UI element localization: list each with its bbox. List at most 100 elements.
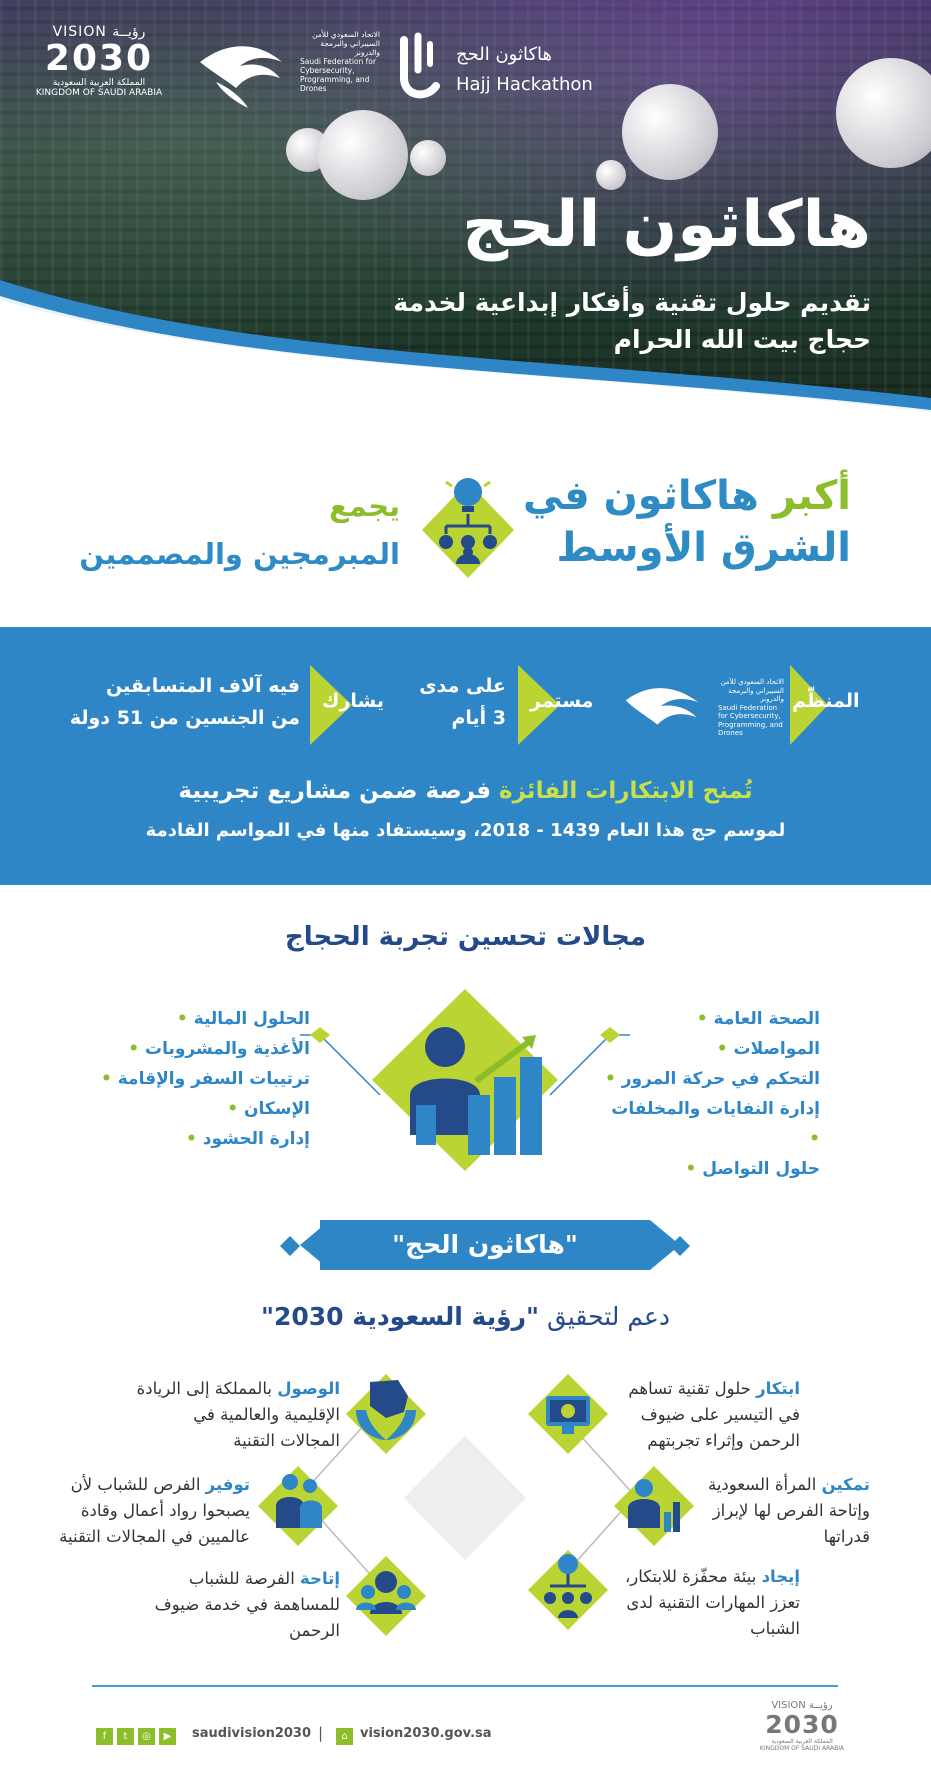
banner-diamond-right (670, 1236, 690, 1256)
safcsp-name-ar: الاتحاد السعودي للأمن السيبراني والبرمجة… (312, 30, 380, 57)
banner-point-right (650, 1220, 680, 1270)
vision-logo-kingdom-en: KINGDOM OF SAUDI ARABIA (35, 88, 163, 98)
area-item: الحلول المالية (90, 1004, 310, 1034)
environment-bulb-icon (528, 1550, 608, 1630)
participants-line-1: فيه آلاف المتسابقين (106, 675, 300, 697)
safcsp-band-name-en: Saudi Federation for Cybersecurity, Prog… (718, 703, 783, 738)
vision-item-line: الفرصة للشباب (188, 1569, 295, 1588)
areas-list-right: الصحة العامة المواصلات التحكم في حركة ال… (600, 1004, 820, 1184)
footer-divider (92, 1685, 838, 1687)
area-item: إدارة النفايات والمخلفات (600, 1094, 820, 1154)
vision-item-accent: تمكين (821, 1475, 870, 1494)
youth-opportunity-icon (258, 1466, 338, 1546)
footer-vision-kingdom-ar: المملكة العربية السعودية (771, 1738, 833, 1745)
vision-item-line: قدراتها (823, 1527, 870, 1546)
vision-item-line: المرأة السعودية (707, 1475, 817, 1494)
gathers-heading: يجمع المبرمجين والمصممين (60, 482, 400, 578)
footer-vision-logo: VISION رؤيــة 2030 المملكة العربية السعو… (752, 1700, 852, 1752)
home-icon: ⌂ (336, 1726, 353, 1745)
hero-wave (0, 280, 931, 440)
youtube-icon[interactable]: ▶ (159, 1728, 176, 1745)
vision-item-youth-opportunity: توفير الفرص للشباب لأن يصبحوا رواد أعمال… (40, 1472, 250, 1550)
vision-item-accent: إيجاد (761, 1567, 800, 1586)
vision-diamond-network (299, 1401, 636, 1592)
vision-item-innovation: ابتكار حلول تقنية تساهم في التيسير على ض… (610, 1376, 800, 1454)
footer-vision-kingdom-en: KINGDOM OF SAUDI ARABIA (759, 1745, 845, 1752)
area-item: الصحة العامة (600, 1004, 820, 1034)
hero-subtitle-1: تقديم حلول تقنية وأفكار إبداعية لخدمة (393, 288, 871, 317)
safcsp-logo-icon (200, 46, 282, 108)
area-item: الأغذية والمشروبات (90, 1034, 310, 1064)
support-vision-title: دعم لتحقيق "رؤية السعودية 2030" (0, 1302, 931, 1331)
participants-arrow-tag (310, 665, 352, 745)
hero-banner: VISION رؤيــة 2030 المملكة العربية السعو… (0, 0, 931, 440)
duration-line-2: 3 أيام (451, 707, 506, 729)
vision-logo-kingdom-ar: المملكة العربية السعودية (52, 78, 146, 88)
instagram-icon[interactable]: ◎ (138, 1728, 155, 1745)
vision-item-accent: إتاحة (300, 1569, 340, 1588)
vision-item-line: الرحمن (288, 1621, 340, 1640)
vision-item-empowerment: تمكين المرأة السعودية وإتاحة الفرص لها ل… (690, 1472, 870, 1550)
footer-vision-top: VISION رؤيــة (771, 1700, 833, 1711)
innovation-monitor-icon (528, 1374, 608, 1454)
footer-separator: | (318, 1724, 324, 1742)
vision-item-leadership: الوصول بالمملكة إلى الريادة الإقليمية وا… (130, 1376, 340, 1454)
vision-item-line: المجالات التقنية (233, 1431, 340, 1450)
duration-label: مستمر (530, 690, 594, 712)
vision-item-accent: ابتكار (756, 1379, 800, 1398)
area-item: ترتيبات السفر والإقامة (90, 1064, 310, 1094)
vision-logo-year: 2030 (44, 38, 154, 79)
biggest-rest: هاكاثون في (523, 473, 759, 519)
bulb-network-icon (422, 478, 514, 578)
vision-item-accent: الوصول (277, 1379, 340, 1398)
biggest-accent: أكبر (772, 473, 851, 519)
safcsp-band-logo-text: الاتحاد السعودي للأمن السيبراني والبرمجة… (718, 678, 784, 738)
vision-item-line: يصبحوا رواد أعمال وقادة (80, 1501, 250, 1520)
safcsp-name-en: Saudi Federation for Cybersecurity, Prog… (300, 57, 376, 93)
vision-item-line: حلول تقنية تساهم (628, 1379, 751, 1398)
vision-item-line: بالمملكة إلى الريادة (136, 1379, 272, 1398)
facts-band (0, 627, 931, 885)
vision-item-line: بيئة محفّزة للابتكار، (624, 1567, 757, 1586)
empowerment-woman-icon (614, 1466, 694, 1546)
duration-text: على مدى 3 أيام (414, 670, 506, 734)
balloon (596, 160, 626, 190)
hajj-hackathon-logo-icon (400, 32, 440, 99)
areas-list-left: الحلول المالية الأغذية والمشروبات ترتيبا… (90, 1004, 310, 1154)
vision-item-line: للمساهمة في خدمة ضيوف (154, 1595, 340, 1614)
band-headline: تُمنح الابتكارات الفائزة فرصة ضمن مشاريع… (0, 778, 931, 804)
safcsp-logo-text: الاتحاد السعودي للأمن السيبراني والبرمجة… (300, 30, 380, 93)
growth-chart-icon (300, 989, 630, 1171)
saudi-map-hands-icon (346, 1374, 426, 1454)
vision-item-youth-service: إتاحة الفرصة للشباب للمساهمة في خدمة ضيو… (130, 1566, 340, 1644)
youth-service-group-icon (346, 1556, 426, 1636)
twitter-icon[interactable]: t (117, 1728, 134, 1745)
area-item: إدارة الحشود (90, 1124, 310, 1154)
safcsp-band-logo-icon (625, 688, 699, 725)
footer-vision-year: 2030 (765, 1710, 839, 1739)
footer-handle[interactable]: saudivision2030 (192, 1726, 312, 1741)
footer-url-link[interactable]: vision2030.gov.sa (360, 1726, 492, 1741)
vision-item-line: الرحمن وإثراء تجربتهم (647, 1431, 800, 1450)
gathers-rest: المبرمجين والمصممين (79, 537, 400, 571)
vision-item-line: عالميين في المجالات التقنية (59, 1527, 250, 1546)
participants-text: فيه آلاف المتسابقين من الجنسين من 51 دول… (60, 670, 300, 734)
organizer-label: المنظّم (792, 690, 860, 712)
hero-title: هاكاثون الحج (462, 188, 871, 262)
organizer-arrow-tag (790, 665, 828, 745)
duration-line-1: على مدى (419, 675, 506, 697)
vision-item-accent: توفير (205, 1475, 250, 1494)
vision-item-line: الإقليمية والعالمية في (193, 1405, 340, 1424)
vision-logo-top: VISION رؤيــة (52, 24, 146, 40)
hackathon-banner: "هاكاثون الحج" (320, 1220, 650, 1270)
banner-diamond-left (280, 1236, 300, 1256)
safcsp-band-name-ar: الاتحاد السعودي للأمن السيبراني والبرمجة… (720, 678, 784, 703)
hajj-logo-name-ar: هاكاثون الحج (456, 44, 553, 65)
support-prefix: دعم لتحقيق (547, 1302, 671, 1331)
vision-item-environment: إيجاد بيئة محفّزة للابتكار، تعزز المهارا… (610, 1564, 800, 1642)
facebook-icon[interactable]: f (96, 1728, 113, 1745)
band-headline-accent: تُمنح الابتكارات الفائزة (499, 778, 753, 804)
vision-item-line: الفرص للشباب لأن (70, 1475, 201, 1494)
hajj-logo-name-en: Hajj Hackathon (456, 74, 593, 95)
